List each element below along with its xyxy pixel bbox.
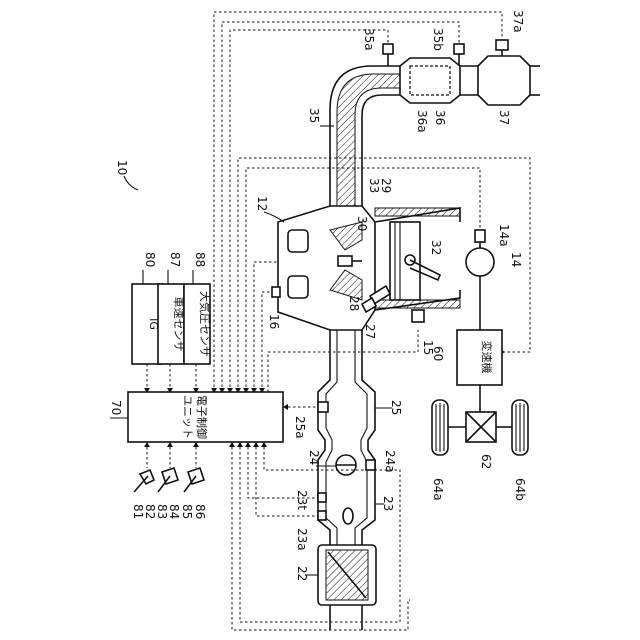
intake-pressure-sensor	[318, 402, 328, 412]
label-22: 22	[295, 566, 309, 581]
label-24: 24	[307, 450, 321, 465]
vehicle-speed-sensor-unit: 車速センサ	[158, 284, 186, 364]
label-35b: 35b	[431, 28, 445, 51]
barometric-sensor-unit: 大気圧センサ	[184, 284, 212, 364]
label-80: 80	[143, 252, 157, 267]
label-85: 85	[180, 504, 194, 519]
label-29: 29	[379, 178, 393, 193]
pedal-switches	[134, 468, 204, 492]
label-30: 30	[355, 216, 369, 231]
label-32: 32	[429, 240, 443, 255]
label-62: 62	[479, 454, 493, 469]
label-86: 86	[193, 504, 207, 519]
label-28: 28	[347, 296, 361, 311]
ecu-text-line1: 電子制御	[195, 395, 209, 439]
label-64a: 64a	[431, 478, 445, 501]
air-cleaner	[318, 545, 376, 630]
label-23t: 23t	[295, 490, 309, 510]
label-35a: 35a	[362, 28, 376, 51]
leader-12	[264, 212, 284, 222]
label-70: 70	[109, 400, 123, 415]
label-27: 27	[363, 324, 377, 339]
label-37a: 37a	[511, 10, 525, 33]
label-83: 83	[155, 504, 169, 519]
label-36: 36	[433, 110, 447, 125]
label-37: 37	[497, 110, 511, 125]
label-84: 84	[167, 504, 181, 519]
label-35: 35	[307, 108, 321, 123]
label-23a: 23a	[295, 528, 309, 551]
leader-10	[124, 176, 138, 190]
label-14: 14	[509, 252, 523, 267]
label-33: 33	[367, 178, 381, 193]
label-88: 88	[193, 252, 207, 267]
label-25a: 25a	[293, 416, 307, 439]
label-12: 12	[255, 196, 269, 211]
ecu-text-line2: ユニット	[181, 395, 194, 439]
transmission-text: 変速機	[480, 341, 494, 374]
label-24a: 24a	[383, 450, 397, 473]
barometric-sensor-text: 大気圧センサ	[198, 291, 212, 357]
label-60: 60	[431, 346, 445, 361]
label-14a: 14a	[497, 224, 511, 247]
label-64b: 64b	[513, 478, 527, 501]
label-10: 10	[115, 160, 129, 175]
ecu-unit: 電子制御 ユニット	[128, 392, 283, 442]
airflow-meter	[318, 493, 353, 524]
throttle-valve	[336, 455, 375, 475]
label-36a: 36a	[415, 110, 429, 133]
label-81: 81	[131, 504, 145, 519]
label-87: 87	[168, 252, 182, 267]
label-82: 82	[143, 504, 157, 519]
label-16: 16	[267, 314, 281, 329]
